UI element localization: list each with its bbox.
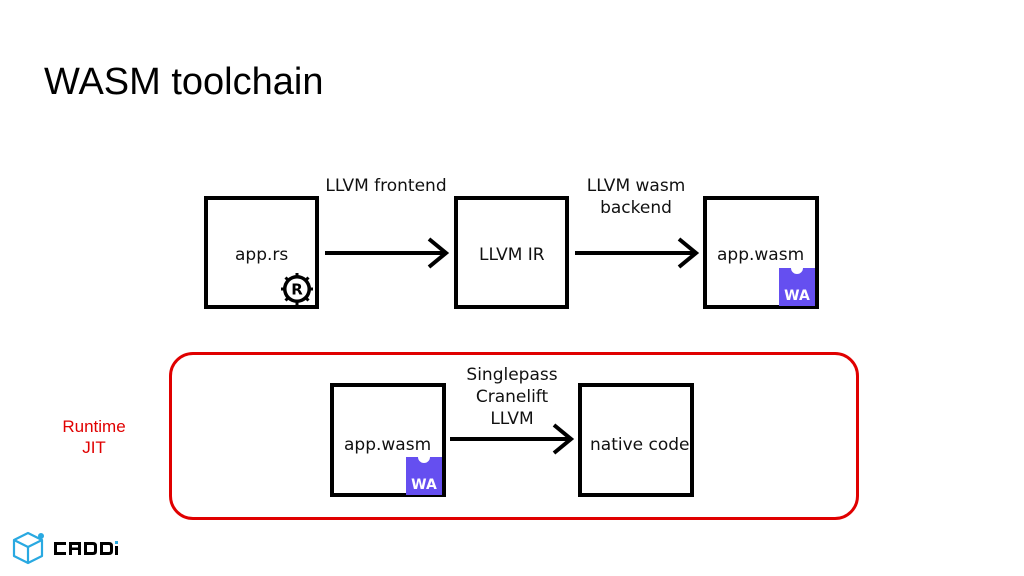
- jit-compilers-label: Singlepass Cranelift LLVM: [449, 364, 575, 430]
- arrow-wasm-to-native-icon: [450, 423, 575, 455]
- runtime-jit-label: Runtime JIT: [62, 417, 126, 457]
- compiler-llvm: LLVM: [490, 409, 534, 429]
- compiler-cranelift: Cranelift: [475, 387, 549, 407]
- app-rs-label: app.rs: [235, 245, 289, 265]
- rust-logo-letter: R: [291, 281, 303, 299]
- llvm-frontend-label: LLVM frontend: [325, 176, 447, 196]
- llvm-ir-box: LLVM IR: [454, 196, 569, 309]
- runtime-jit-frame: [169, 352, 859, 520]
- app-wasm-input-box: app.wasm WA: [330, 383, 446, 497]
- arrow-rs-to-ir-icon: [325, 237, 450, 269]
- app-wasm-output-box: app.wasm WA: [703, 196, 819, 309]
- llvm-wasm-backend-label: LLVM wasm backend: [586, 176, 686, 218]
- wasm-badge-text-runtime: WA: [411, 477, 437, 493]
- arrow-ir-to-wasm-icon: [575, 237, 700, 269]
- llvm-ir-label: LLVM IR: [479, 245, 545, 265]
- native-code-label: native code: [590, 435, 690, 455]
- app-wasm-output-label: app.wasm: [717, 245, 805, 265]
- compiler-singlepass: Singlepass: [466, 365, 558, 385]
- company-logo-icon: [12, 531, 118, 565]
- webassembly-logo-icon: WA: [779, 268, 815, 306]
- wasm-badge-text: WA: [784, 288, 810, 304]
- webassembly-logo-icon-runtime: WA: [406, 457, 442, 495]
- app-rs-box: app.rs R: [204, 196, 319, 309]
- rust-logo-icon: R: [281, 273, 313, 305]
- native-code-box: native code: [578, 383, 694, 497]
- slide-title: WASM toolchain: [44, 61, 324, 103]
- app-wasm-input-label: app.wasm: [344, 435, 432, 455]
